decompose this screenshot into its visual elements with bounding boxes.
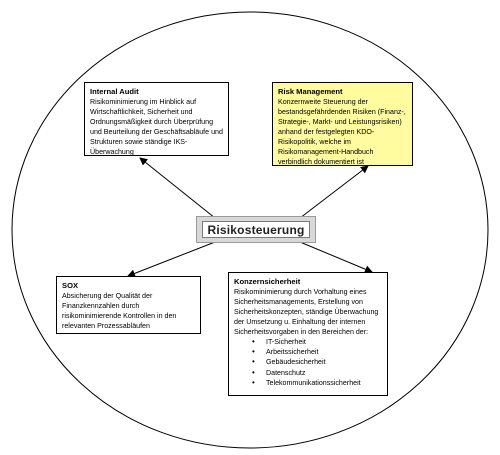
arrow-to-konzernsicherheit	[299, 241, 373, 273]
list-item: IT-Sicherheit	[252, 337, 382, 347]
arrow-to-risk-management	[299, 165, 369, 219]
internal-audit-title: Internal Audit	[90, 87, 139, 96]
arrow-to-sox	[127, 241, 216, 278]
list-item: Gebäudesicherheit	[252, 357, 382, 367]
security-areas-list: IT-Sicherheit Arbeitssicherheit Gebäudes…	[234, 337, 382, 388]
sox-title: SOX	[62, 281, 79, 290]
center-label: Risikosteuerung	[202, 221, 310, 238]
outer-ellipse	[11, 11, 489, 449]
list-item: Datenschutz	[252, 368, 382, 378]
risk-management-box: Risk Management Konzernweite Steuerung d…	[272, 82, 413, 166]
konzernsicherheit-box: Konzernsicherheit Risikominimierung durc…	[228, 272, 388, 396]
risk-management-title: Risk Management	[278, 87, 343, 96]
konzernsicherheit-text: Risikominimierung durch Vorhaltung eines…	[234, 288, 379, 336]
center-node: Risikosteuerung	[196, 216, 316, 243]
arrow-to-internal-audit	[139, 157, 216, 219]
risk-management-text: Konzernweite Steuerung der bestandsgefäh…	[278, 98, 406, 166]
sox-text: Absicherung der Qualität der Finanzkennz…	[62, 292, 177, 330]
sox-box: SOX Absicherung der Qualität der Finanzk…	[56, 276, 201, 334]
internal-audit-text: Risikominimierung im Hinblick auf Wirtsc…	[90, 98, 223, 156]
list-item: Arbeitssicherheit	[252, 347, 382, 357]
list-item: Telekommunikationssicherheit	[252, 378, 382, 388]
konzernsicherheit-title: Konzernsicherheit	[234, 277, 301, 286]
internal-audit-box: Internal Audit Risikominimierung im Hinb…	[84, 82, 229, 156]
